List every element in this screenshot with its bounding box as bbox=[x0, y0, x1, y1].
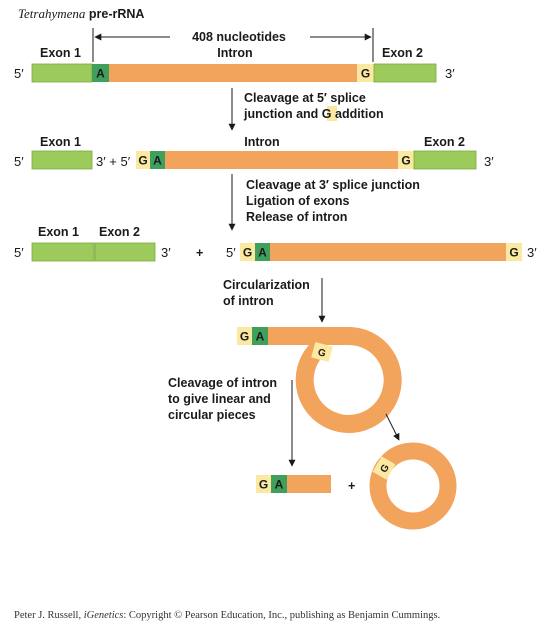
linear-g-added: G bbox=[259, 478, 268, 492]
row3-a-base-box bbox=[255, 243, 270, 261]
three-prime-end: 3′ bbox=[445, 66, 455, 81]
row3-three-prime: 3′ bbox=[161, 245, 171, 260]
row3-g-base: G bbox=[509, 246, 518, 260]
released-intron-bar bbox=[270, 243, 506, 261]
exon1-bar bbox=[31, 63, 93, 83]
row3-intron-five-prime: 5′ bbox=[226, 245, 236, 260]
row3-exon1-label: Exon 1 bbox=[38, 225, 79, 239]
step4-caption: Cleavage of intron to give linear and ci… bbox=[168, 376, 277, 422]
row-after-5prime-cleavage: Exon 1 Intron Exon 2 5′ 3′ + 5′ G A G 3′ bbox=[14, 135, 494, 170]
row3-five-prime: 5′ bbox=[14, 245, 24, 260]
g-base: G bbox=[361, 67, 370, 81]
ligated-exon2-bar bbox=[94, 242, 156, 262]
row2-three-prime: 3′ bbox=[484, 154, 494, 169]
step1-line2: junction and G addition bbox=[243, 107, 384, 121]
products-plus: + bbox=[348, 479, 355, 493]
step1-g-highlight bbox=[327, 106, 337, 121]
step4-line3: circular pieces bbox=[168, 408, 256, 422]
exon2-bar bbox=[373, 63, 437, 83]
row3-g-added-box bbox=[240, 243, 255, 261]
credit-rest: : Copyright © Pearson Education, Inc., p… bbox=[123, 610, 440, 621]
row3-plus: + bbox=[196, 246, 203, 260]
five-prime-end: 5′ bbox=[14, 66, 24, 81]
linear-product: G A bbox=[256, 475, 331, 493]
circular-intron-ring bbox=[369, 442, 457, 530]
row2-g-added-box bbox=[136, 151, 150, 169]
ligated-exon1-bar bbox=[31, 242, 95, 262]
lariat-a-base: A bbox=[256, 330, 265, 344]
lariat-g-base: G bbox=[316, 347, 327, 360]
intron-label: Intron bbox=[217, 46, 252, 60]
figure-title: Tetrahymena pre-rRNA bbox=[18, 6, 144, 21]
exon1-label: Exon 1 bbox=[40, 46, 81, 60]
row2-three-prime-plus: 3′ + 5′ bbox=[96, 154, 131, 169]
title-suffix: pre-rRNA bbox=[85, 7, 144, 21]
step3-caption: Circularization of intron bbox=[223, 278, 310, 308]
step1-line1: Cleavage at 5′ splice bbox=[244, 91, 366, 105]
step1-line2b: addition bbox=[332, 107, 384, 121]
step4-line2: to give linear and bbox=[168, 392, 271, 406]
row3-g-base-box bbox=[506, 243, 522, 261]
intron-bar bbox=[109, 64, 357, 82]
row3-exon2-label: Exon 2 bbox=[99, 225, 140, 239]
credit-line: Peter J. Russell, iGenetics: Copyright ©… bbox=[14, 610, 440, 621]
row2-exon2-bar bbox=[413, 150, 477, 170]
title-organism: Tetrahymena bbox=[18, 6, 86, 21]
step3-line2: of intron bbox=[223, 294, 274, 308]
row2-g-base: G bbox=[401, 154, 410, 168]
step1-caption: Cleavage at 5′ splice junction and G add… bbox=[243, 91, 384, 121]
row-pre-rrna: 408 nucleotides Intron Exon 1 Exon 2 5′ … bbox=[14, 28, 455, 83]
step3-line1: Circularization bbox=[223, 278, 310, 292]
row2-a-base-box bbox=[150, 151, 165, 169]
row2-a-base: A bbox=[153, 154, 162, 168]
row2-g-added: G bbox=[138, 154, 147, 168]
step1-line2a: junction and bbox=[243, 107, 322, 121]
circular-product: G bbox=[369, 442, 457, 530]
step4-arrow-circular bbox=[385, 413, 400, 441]
exon2-label: Exon 2 bbox=[382, 46, 423, 60]
a-base-box bbox=[92, 64, 109, 82]
lariat-g-box bbox=[311, 341, 333, 363]
linear-g-added-box bbox=[256, 475, 271, 493]
linear-fragment-bar bbox=[287, 475, 331, 493]
step4-line1: Cleavage of intron bbox=[168, 376, 277, 390]
step2-line2: Ligation of exons bbox=[246, 194, 350, 208]
row2-intron-bar bbox=[165, 151, 398, 169]
row3-intron-three-prime: 3′ bbox=[527, 245, 537, 260]
row2-exon2-label: Exon 2 bbox=[424, 135, 465, 149]
row2-g-base-box bbox=[398, 151, 414, 169]
row2-exon1-bar bbox=[31, 150, 93, 170]
g-base-box bbox=[357, 64, 374, 82]
lariat-intron: G A G bbox=[237, 327, 402, 433]
length-label-bg bbox=[170, 29, 310, 44]
credit-book: iGenetics bbox=[84, 610, 124, 621]
row-after-ligation: Exon 1 Exon 2 5′ 3′ + 5′ G A G 3′ bbox=[14, 225, 537, 262]
circular-g-box bbox=[372, 456, 396, 480]
circular-g-junction: G bbox=[372, 456, 396, 480]
lariat-g-added-box bbox=[237, 327, 252, 345]
step2-line3: Release of intron bbox=[246, 210, 347, 224]
linear-a-base: A bbox=[275, 478, 284, 492]
row3-a-base: A bbox=[258, 246, 267, 260]
row2-intron-label: Intron bbox=[244, 135, 279, 149]
linear-a-base-box bbox=[271, 475, 287, 493]
step2-line1: Cleavage at 3′ splice junction bbox=[246, 178, 420, 192]
step2-caption: Cleavage at 3′ splice junction Ligation … bbox=[246, 178, 420, 224]
lariat-loop bbox=[268, 327, 402, 433]
credit-author: Peter J. Russell, bbox=[14, 610, 84, 621]
lariat-a-base-box bbox=[252, 327, 268, 345]
length-label: 408 nucleotides bbox=[192, 30, 286, 44]
row2-five-prime: 5′ bbox=[14, 154, 24, 169]
row3-g-added: G bbox=[243, 246, 252, 260]
lariat-g-added: G bbox=[240, 330, 249, 344]
step1-line2g: G bbox=[322, 107, 332, 121]
a-base: A bbox=[96, 67, 105, 81]
lariat-g-junction: G bbox=[311, 341, 333, 363]
row2-exon1-label: Exon 1 bbox=[40, 135, 81, 149]
